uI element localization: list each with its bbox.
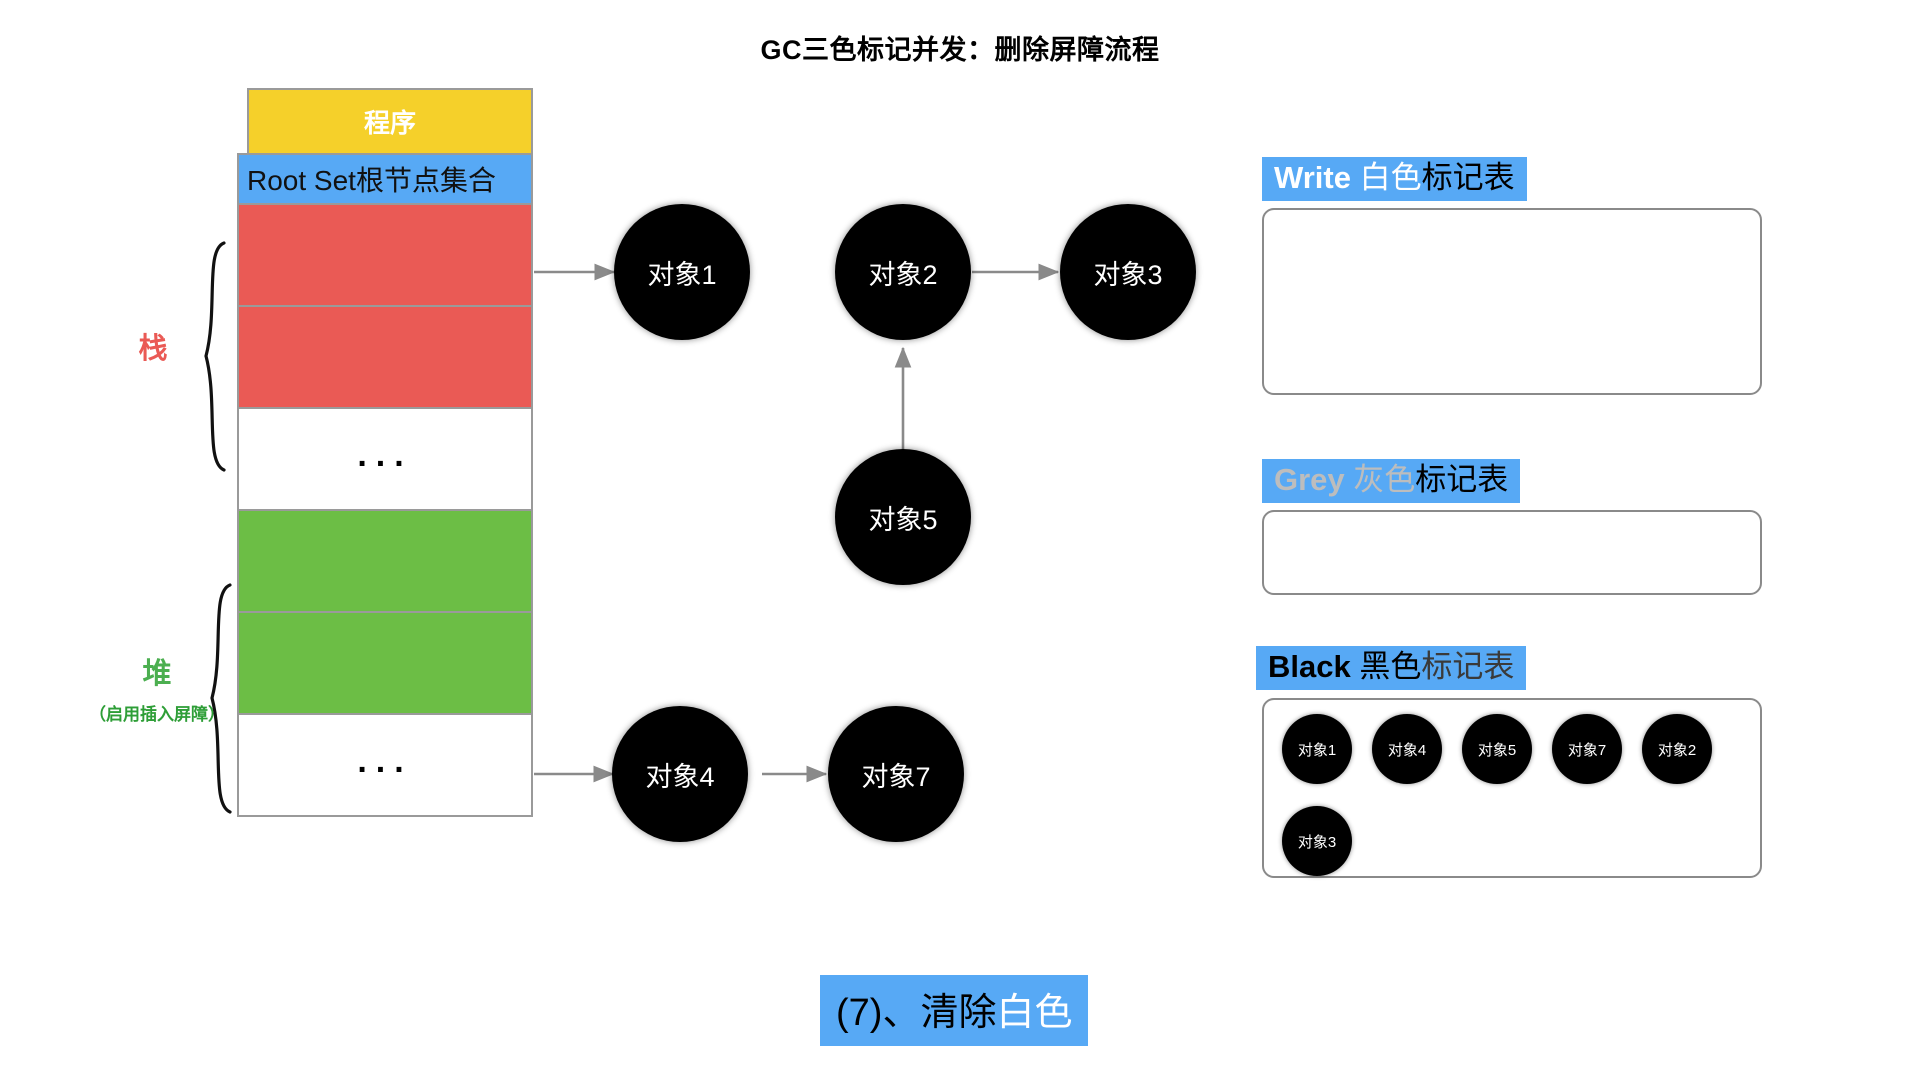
stack-region-label: 栈 — [138, 333, 168, 365]
black-mark-table-body[interactable]: 对象1 对象4 对象5 对象7 对象2 对象3 — [1262, 698, 1762, 878]
mark-chip-label: 对象4 — [1387, 741, 1427, 759]
mark-chip[interactable]: 对象1 — [1282, 714, 1352, 784]
white-table-tail: 标记表 — [1421, 160, 1515, 195]
graph-node-label: 对象3 — [1093, 259, 1163, 290]
memory-cell-root-set-label: Root Set根节点集合 — [247, 165, 496, 196]
white-mark-table-body[interactable] — [1262, 208, 1762, 395]
mark-chip[interactable]: 对象2 — [1642, 714, 1712, 784]
grey-mark-table-body[interactable] — [1262, 510, 1762, 595]
memory-cell-heap-ellipsis: ... — [237, 713, 533, 817]
graph-node-label: 对象5 — [868, 504, 938, 535]
black-mark-table-items: 对象1 对象4 对象5 对象7 对象2 对象3 — [1264, 700, 1760, 890]
step-caption-prefix: (7)、清除 — [836, 992, 997, 1034]
mark-chip-label: 对象5 — [1477, 741, 1517, 759]
graph-node-obj3[interactable]: 对象3 — [1060, 204, 1196, 340]
black-mark-table-title: Black 黑色标记表 — [1256, 646, 1527, 690]
step-caption: (7)、清除白色 — [820, 975, 1089, 1046]
memory-cell-heap-2 — [237, 611, 533, 715]
graph-node-obj1[interactable]: 对象1 — [614, 204, 750, 340]
grey-mark-table-title: Grey 灰色标记表 — [1262, 459, 1521, 503]
mark-chip-label: 对象2 — [1657, 741, 1697, 759]
graph-node-label: 对象7 — [861, 761, 931, 792]
grey-table-en: Grey — [1274, 462, 1345, 497]
memory-cell-stack-2 — [237, 305, 533, 409]
mark-chip[interactable]: 对象3 — [1282, 806, 1352, 876]
black-table-cn: 黑色 — [1359, 649, 1422, 684]
memory-cell-program: 程序 — [247, 88, 533, 155]
mark-chip[interactable]: 对象4 — [1372, 714, 1442, 784]
white-mark-table-header: Write 白色标记表 — [1262, 157, 1527, 201]
grey-table-tail: 标记表 — [1415, 462, 1509, 497]
black-table-tail: 标记表 — [1421, 649, 1515, 684]
graph-node-obj7[interactable]: 对象7 — [828, 706, 964, 842]
white-table-cn: 白色 — [1359, 160, 1422, 195]
memory-cell-root-set: Root Set根节点集合 — [237, 153, 533, 205]
graph-node-obj4[interactable]: 对象4 — [612, 706, 748, 842]
heap-region-label: 堆 — [142, 658, 172, 690]
mark-chip-label: 对象7 — [1567, 741, 1607, 759]
black-mark-table-header: Black 黑色标记表 — [1256, 646, 1527, 690]
memory-cell-stack-ellipsis: ... — [237, 407, 533, 511]
white-mark-table-title: Write 白色标记表 — [1262, 157, 1527, 201]
memory-cell-program-label: 程序 — [363, 108, 416, 138]
step-caption-highlight: 白色 — [996, 992, 1073, 1034]
black-table-en: Black — [1268, 649, 1351, 684]
grey-mark-table-header: Grey 灰色标记表 — [1262, 459, 1521, 503]
heap-region-note: （启用插入屏障） — [89, 705, 225, 724]
mark-chip-label: 对象3 — [1297, 833, 1337, 851]
graph-node-label: 对象1 — [647, 259, 717, 290]
grey-table-cn: 灰色 — [1353, 462, 1416, 497]
mark-chip-label: 对象1 — [1297, 741, 1337, 759]
memory-column: 程序 Root Set根节点集合 ... ... — [237, 88, 533, 817]
mark-chip[interactable]: 对象5 — [1462, 714, 1532, 784]
graph-node-obj2[interactable]: 对象2 — [835, 204, 971, 340]
white-table-en: Write — [1274, 160, 1351, 195]
graph-node-obj5[interactable]: 对象5 — [835, 449, 971, 585]
graph-node-label: 对象2 — [868, 259, 938, 290]
page-title: GC三色标记并发：删除屏障流程 — [760, 35, 1160, 65]
graph-node-label: 对象4 — [645, 761, 715, 792]
ellipsis-label: ... — [357, 742, 413, 780]
memory-cell-heap-1 — [237, 509, 533, 613]
mark-chip[interactable]: 对象7 — [1552, 714, 1622, 784]
ellipsis-label: ... — [357, 436, 413, 474]
memory-cell-stack-1 — [237, 203, 533, 307]
